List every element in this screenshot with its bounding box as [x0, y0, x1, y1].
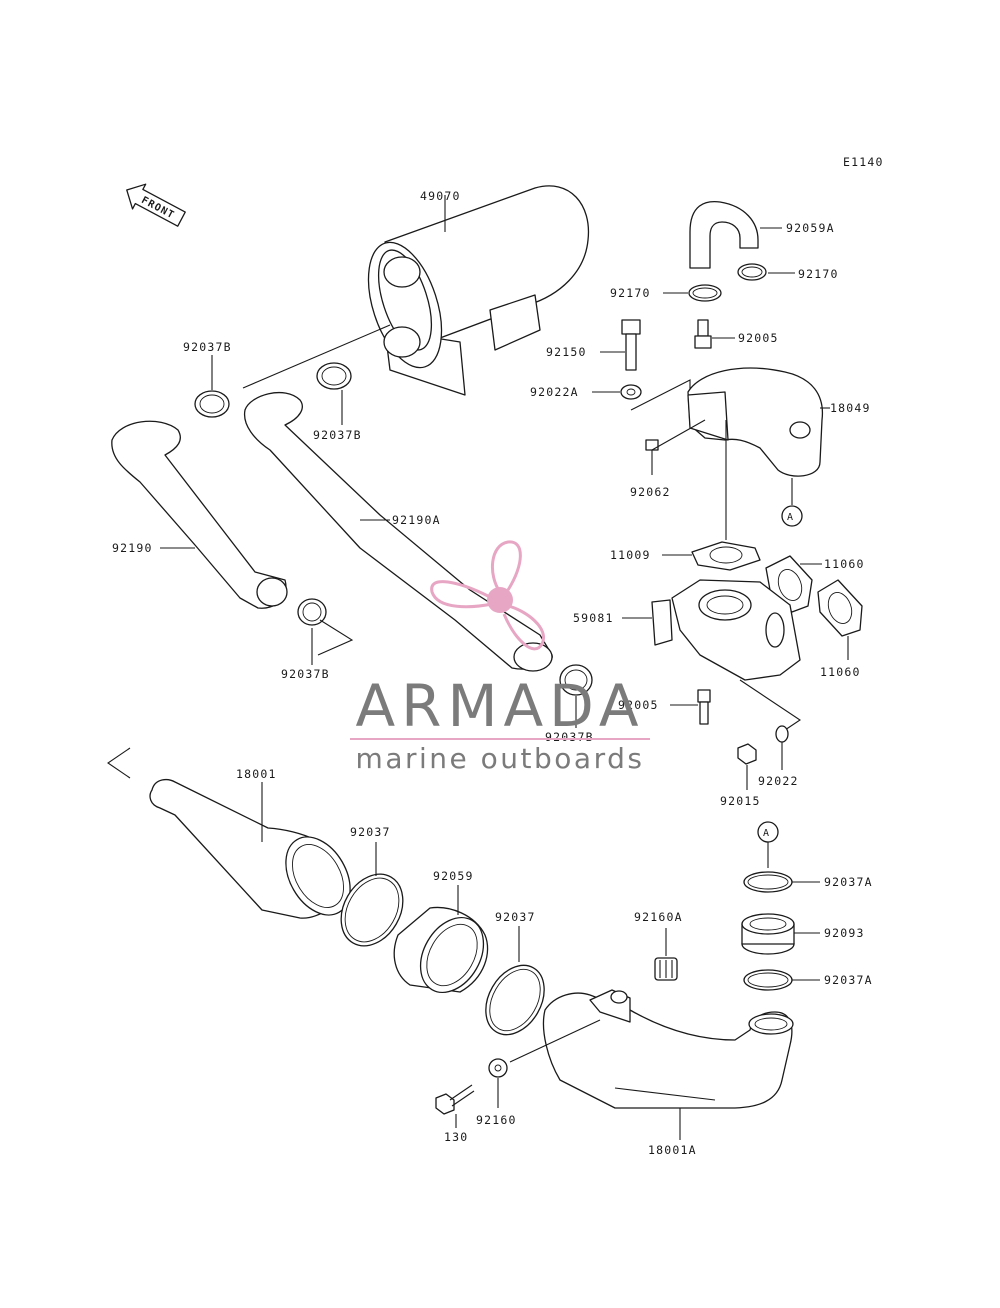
clamp-92037b-lower-mid [559, 664, 593, 728]
callout-92037-a: 92037 [350, 825, 391, 839]
callout-92037a-top: 92037A [824, 875, 873, 889]
connector-marker-a-bottom: A [757, 821, 779, 868]
callout-92170-right: 92170 [798, 267, 839, 281]
callout-92093: 92093 [824, 926, 865, 940]
callout-92005-top: 92005 [738, 331, 779, 345]
muffler-49070 [367, 185, 590, 396]
callout-18001: 18001 [236, 767, 277, 781]
washer-92022 [775, 725, 789, 770]
svg-text:A: A [787, 512, 793, 523]
callout-49070: 49070 [420, 189, 461, 203]
nut-92015 [737, 743, 757, 790]
callout-92037b-lower-mid: 92037B [545, 730, 594, 744]
gasket-11060-b [817, 579, 863, 660]
rubber-mount-92160a [654, 928, 678, 981]
callout-92190: 92190 [112, 541, 153, 555]
clamp-92037b-top-left [194, 355, 230, 418]
watermark-rule [350, 738, 650, 740]
clamp-92037a-top [743, 871, 820, 893]
callout-92005-bottom: 92005 [618, 698, 659, 712]
callout-92037-b: 92037 [495, 910, 536, 924]
callout-92015: 92015 [720, 794, 761, 808]
clamp-92170-right [737, 263, 795, 281]
callout-130: 130 [444, 1130, 468, 1144]
tail-pipe-18001 [107, 747, 351, 919]
clamp-92170-left [663, 284, 722, 302]
bolt-130 [435, 1084, 475, 1128]
hose-92190 [111, 420, 288, 609]
washer-92160 [488, 1058, 508, 1108]
callout-92059a: 92059A [786, 221, 835, 235]
gasket-11009 [662, 420, 761, 571]
svg-text:A: A [763, 828, 769, 839]
fitting-92005-bottom [670, 689, 711, 725]
coupling-92093 [741, 913, 820, 955]
bolt-92150 [600, 319, 641, 371]
clamp-92037-a [340, 842, 404, 947]
callout-92160: 92160 [476, 1113, 517, 1127]
callout-92150: 92150 [546, 345, 587, 359]
callout-11009: 11009 [610, 548, 651, 562]
clamp-92037a-bottom [743, 969, 820, 991]
fitting-92005-top [694, 319, 735, 349]
callout-11060-a: 11060 [824, 557, 865, 571]
callout-11060-b: 11060 [820, 665, 861, 679]
drawing-code: E1140 [843, 155, 884, 169]
hose-92059a [689, 200, 782, 269]
exhaust-elbow-18049 [687, 367, 830, 505]
clamp-92037b-top-mid [316, 362, 352, 425]
watermark-tagline: marine outboards [355, 742, 645, 775]
clamp-92037b-lower-left [297, 598, 354, 665]
callout-18049: 18049 [830, 401, 871, 415]
callout-92037b-lower-left: 92037B [281, 667, 330, 681]
exhaust-pipe-18001a [509, 989, 794, 1140]
coupling-92059 [393, 885, 489, 994]
callout-92037b-top-left: 92037B [183, 340, 232, 354]
hose-92190a [243, 391, 553, 672]
callout-18001a: 18001A [648, 1143, 697, 1157]
callout-92022a: 92022A [530, 385, 579, 399]
armada-propeller-logo-icon [430, 540, 545, 651]
watermark-brand: ARMADA [355, 672, 645, 740]
connector-marker-a-top: A [781, 505, 803, 527]
washer-92022a [592, 379, 691, 411]
callout-92170-left: 92170 [610, 286, 651, 300]
front-direction-arrow-icon: FRONT [126, 183, 186, 227]
exhaust-manifold-59081 [622, 579, 801, 731]
clamp-92037-b [485, 926, 545, 1036]
callout-92022: 92022 [758, 774, 799, 788]
callout-92037a-bottom: 92037A [824, 973, 873, 987]
callout-92190a: 92190A [392, 513, 441, 527]
callout-92062: 92062 [630, 485, 671, 499]
callout-59081: 59081 [573, 611, 614, 625]
callout-92059: 92059 [433, 869, 474, 883]
callout-92037b-top-mid: 92037B [313, 428, 362, 442]
bolt-92062 [645, 419, 706, 475]
leader-muffler-hose [242, 324, 391, 389]
callout-92160a: 92160A [634, 910, 683, 924]
